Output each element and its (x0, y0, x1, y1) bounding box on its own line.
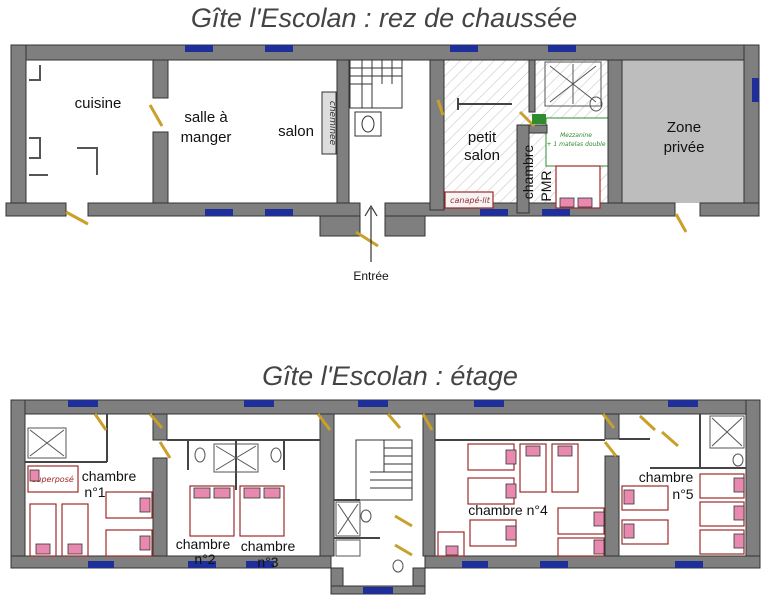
ground-floor: Gîte l'Escolan : rez de chaussée (5, 3, 760, 283)
beds-room-2-3 (189, 485, 285, 537)
sofa-bed-label: canapé-lit (450, 195, 491, 205)
room-4-label: chambre n°4 (468, 502, 548, 518)
kitchen-label: cuisine (75, 95, 122, 112)
sofa-bed (444, 191, 494, 209)
pmr-room-label: chambre (520, 145, 536, 200)
kitchen-counters (29, 65, 98, 176)
mezzanine-label: Mezzanine (560, 132, 592, 139)
pillow (577, 197, 593, 208)
private-zone-label-1: Zone (667, 119, 701, 136)
upper-floor: Gîte l'Escolan : étage (10, 361, 761, 595)
private-zone (620, 60, 748, 203)
small-living-label-2: salon (464, 147, 500, 164)
dining-label-2: manger (181, 129, 232, 146)
dining-label-1: salle à (184, 109, 228, 126)
small-living-label-1: petit (468, 129, 497, 146)
ground-doors (65, 99, 688, 248)
ground-windows (185, 45, 759, 216)
room-5-label: chambre (639, 469, 694, 485)
upper-staircase (355, 439, 413, 501)
beds-room-4 (437, 443, 605, 557)
upper-windows (68, 400, 703, 594)
room-5-number: n°5 (672, 486, 693, 502)
ground-wc (354, 111, 382, 137)
mezzanine-mattress-label: + 1 matelas double (546, 141, 605, 148)
living-label: salon (278, 123, 314, 140)
room-2-number: n°2 (194, 551, 215, 567)
ground-shower (544, 61, 602, 107)
entrance-arrow-icon (364, 204, 378, 262)
ground-floor-title: Gîte l'Escolan : rez de chaussée (191, 3, 577, 33)
room-1-number: n°1 (84, 484, 105, 500)
pmr-label: PMR (538, 170, 554, 201)
upper-showers (27, 415, 745, 557)
fireplace-label: cheminée (327, 101, 338, 146)
upper-thin-walls (25, 414, 746, 539)
petit-salon-wall (457, 98, 512, 110)
room-3-label: chambre (241, 538, 296, 554)
fireplace (321, 91, 337, 155)
beds-room-5 (621, 473, 745, 555)
room-3-number: n°3 (257, 554, 278, 570)
upper-floor-title: Gîte l'Escolan : étage (262, 361, 518, 391)
bunk-bed-label: superposé (32, 474, 74, 484)
private-zone-label-2: privée (664, 139, 705, 156)
upper-doors (93, 413, 679, 557)
ground-toilet (589, 96, 603, 112)
pillow (559, 197, 575, 208)
beds-room-1: superposé (27, 465, 153, 557)
mezzanine-ladder (532, 114, 546, 124)
room-1-label: chambre (82, 468, 137, 484)
entrance-label: Entrée (353, 269, 389, 283)
room-2-label: chambre (176, 536, 231, 552)
ground-staircase (349, 59, 403, 109)
